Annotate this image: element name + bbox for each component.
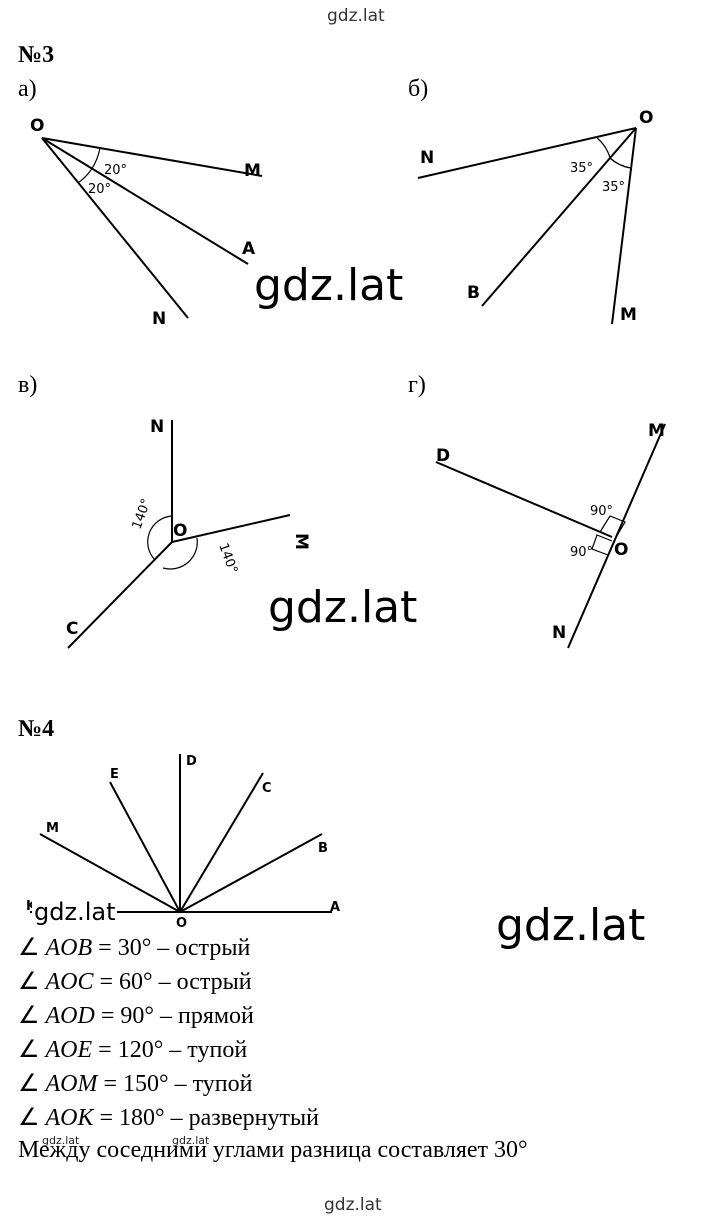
point-m-4: M <box>46 821 59 836</box>
part-a-label: а) <box>18 76 37 102</box>
angle-b-left: 35° <box>570 161 593 176</box>
point-o-v: O <box>173 521 187 541</box>
angle-symbol: ∠ <box>18 1003 40 1029</box>
point-b-b: B <box>467 283 480 303</box>
angle-symbol: ∠ <box>18 935 40 961</box>
arc-b1 <box>596 137 611 159</box>
angle-g-bottom: 90° <box>570 545 593 560</box>
point-d-4: D <box>186 754 197 769</box>
angle-a-bottom: 20° <box>88 182 111 197</box>
ray-ob-4 <box>179 833 323 913</box>
answer-line-3: ∠ AOD = 90° – прямой <box>18 1001 528 1035</box>
part-v-label: в) <box>18 372 38 398</box>
point-m-v: M <box>291 533 311 550</box>
ray-on-b <box>417 127 637 179</box>
ray-om-b <box>611 127 637 325</box>
angle-name: AOB <box>45 935 93 961</box>
ray-on <box>41 137 189 319</box>
angle-symbol: ∠ <box>18 1037 40 1063</box>
part-g-label: г) <box>408 372 426 398</box>
point-m-g: M <box>648 421 665 441</box>
watermark-tiny-2: gdz.lat <box>172 1134 210 1147</box>
point-d-g: D <box>436 446 450 466</box>
diagram-a <box>41 137 263 319</box>
ray-oc-v <box>67 541 173 649</box>
angle-name: AOD <box>45 1003 95 1029</box>
point-a-4: A <box>330 900 340 915</box>
point-k-4: K <box>26 899 37 914</box>
ray-oa <box>41 137 249 265</box>
angle-value: = 90° – прямой <box>94 1003 254 1029</box>
angle-value: = 150° – тупой <box>97 1071 253 1097</box>
watermark-big-2: gdz.lat <box>268 582 418 633</box>
watermark-big-1: gdz.lat <box>254 260 404 311</box>
point-e-4: E <box>110 767 119 782</box>
answers-list: ∠ AOB = 30° – острый ∠ AOC = 60° – остры… <box>18 933 528 1171</box>
ray-oe-4 <box>109 781 181 913</box>
point-m-b: M <box>620 305 637 325</box>
point-c-4: C <box>262 781 272 796</box>
angle-value: = 30° – острый <box>92 935 251 961</box>
point-o-4: O <box>176 916 187 931</box>
answer-line-6: ∠ AOK = 180° – развернутый <box>18 1103 528 1137</box>
angle-symbol: ∠ <box>18 969 40 995</box>
answer-line-1: ∠ AOB = 30° – острый <box>18 933 528 967</box>
task3-heading: №3 <box>18 42 55 68</box>
diagram-v <box>67 420 291 649</box>
point-n-b: N <box>420 148 434 168</box>
answer-line-4: ∠ AOE = 120° – тупой <box>18 1035 528 1069</box>
task4-heading: №4 <box>18 716 55 742</box>
diagram-task4 <box>30 754 332 913</box>
point-n-v: N <box>150 417 164 437</box>
ray-om-v <box>171 514 291 543</box>
watermark-big-3: gdz.lat <box>496 900 646 951</box>
point-o-a: O <box>30 116 44 136</box>
watermark-inline: gdz.lat <box>32 898 118 926</box>
angle-value: = 60° – острый <box>93 969 252 995</box>
answer-line-2: ∠ AOC = 60° – острый <box>18 967 528 1001</box>
angle-value: = 180° – развернутый <box>93 1105 319 1131</box>
part-b-label: б) <box>408 76 429 102</box>
diagram-b <box>417 127 637 325</box>
conclusion: Между соседними углами разница составляе… <box>18 1137 528 1163</box>
angle-g-top: 90° <box>590 504 613 519</box>
angle-name: AOM <box>45 1071 98 1097</box>
angle-symbol: ∠ <box>18 1071 40 1097</box>
angle-name: AOC <box>45 969 94 995</box>
right-angle-top <box>599 515 626 540</box>
arc-v1 <box>147 515 173 561</box>
point-m-a: M <box>244 161 261 181</box>
point-c-v: C <box>66 619 78 639</box>
point-a-a: A <box>242 239 256 259</box>
arc-b2 <box>609 157 632 169</box>
angle-v-right: 140° <box>215 541 240 576</box>
angle-a-top: 20° <box>104 163 127 178</box>
watermark-top: gdz.lat <box>327 6 385 26</box>
point-o-b: O <box>639 108 653 128</box>
arc-a2 <box>77 169 92 184</box>
arc-v2 <box>162 537 198 570</box>
point-b-4: B <box>318 841 328 856</box>
arc-a1 <box>90 147 101 171</box>
angle-b-right: 35° <box>602 180 625 195</box>
watermark-tiny-1: gdz.lat <box>42 1134 80 1147</box>
angle-name: AOE <box>45 1037 93 1063</box>
point-o-g: O <box>614 540 628 560</box>
ray-ob <box>481 127 637 307</box>
answer-line-5: ∠ AOM = 150° – тупой <box>18 1069 528 1103</box>
ray-om <box>41 137 263 177</box>
ray-od <box>435 461 613 538</box>
angle-name: AOK <box>45 1105 94 1131</box>
point-n-a: N <box>152 309 166 329</box>
angle-v-left: 140° <box>130 497 155 532</box>
watermark-bottom: gdz.lat <box>324 1195 382 1215</box>
ray-oc-4 <box>179 772 264 913</box>
point-n-g: N <box>552 623 566 643</box>
ray-om-4 <box>39 833 181 913</box>
right-angle-bottom <box>591 534 613 556</box>
angle-symbol: ∠ <box>18 1105 40 1131</box>
angle-value: = 120° – тупой <box>92 1037 248 1063</box>
diagram-g <box>435 423 666 649</box>
